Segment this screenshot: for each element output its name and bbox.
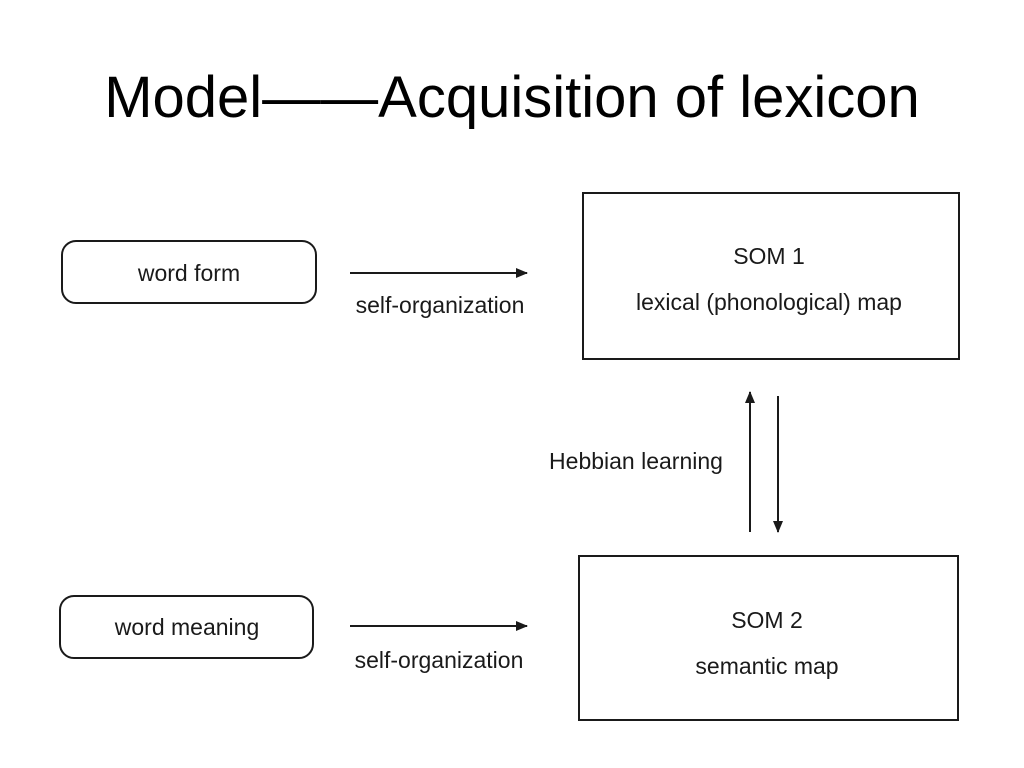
self-organization-label-top: self-organization bbox=[356, 292, 525, 318]
slide-title: Model——Acquisition of lexicon bbox=[104, 65, 920, 130]
word-meaning-label: word meaning bbox=[114, 614, 259, 640]
som1-node: SOM 1 lexical (phonological) map bbox=[582, 192, 960, 360]
word-form-label: word form bbox=[137, 260, 240, 286]
som2-node: SOM 2 semantic map bbox=[578, 555, 959, 721]
word-form-node: word form bbox=[61, 240, 317, 304]
self-organization-edge-bottom: self-organization bbox=[350, 621, 528, 673]
som2-title: SOM 2 bbox=[731, 607, 803, 633]
word-meaning-node: word meaning bbox=[59, 595, 314, 659]
som1-title: SOM 1 bbox=[733, 243, 805, 269]
self-organization-label-bottom: self-organization bbox=[355, 647, 524, 673]
hebbian-learning-edge: Hebbian learning bbox=[549, 391, 783, 533]
hebbian-learning-label: Hebbian learning bbox=[549, 448, 723, 474]
self-organization-edge-top: self-organization bbox=[350, 268, 528, 318]
som1-subtitle: lexical (phonological) map bbox=[636, 289, 902, 315]
som2-subtitle: semantic map bbox=[695, 653, 838, 679]
